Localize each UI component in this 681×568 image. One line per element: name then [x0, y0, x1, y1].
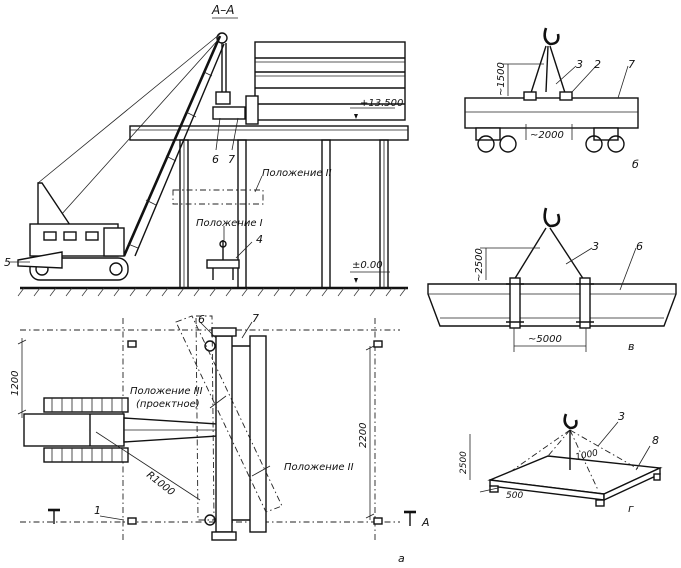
elevation-zero-label: ±0.00: [352, 260, 383, 271]
elevation-top-label: +13.500: [360, 98, 403, 109]
dim-1000: 1000: [575, 448, 600, 463]
elevation-view: [10, 17, 409, 297]
position-3-note: (проектное): [136, 399, 200, 410]
callout-8-g: 8: [652, 434, 659, 447]
callout-5: 5: [4, 256, 11, 269]
position-2-plan: Положение II: [284, 462, 354, 473]
dim-2500: ~2500: [474, 248, 485, 282]
callout-2-b: 2: [594, 58, 601, 71]
sublabel-g: г: [628, 502, 634, 515]
detail-v: [427, 207, 677, 352]
callout-6-v: 6: [636, 240, 643, 253]
position-3: Положение III: [130, 386, 203, 397]
section-mark-a: А: [421, 516, 430, 529]
callout-6-plan: 6: [198, 313, 205, 326]
sublabel-a: а: [398, 552, 405, 565]
callout-7-elev: 7: [228, 153, 235, 166]
position-2-elev: Положение II: [262, 168, 332, 179]
callout-7-plan: 7: [252, 312, 259, 325]
position-1: Положение I: [196, 218, 263, 229]
sublabel-v: в: [628, 340, 634, 353]
sublabel-b: б: [632, 158, 639, 171]
dim-2200: 2200: [358, 423, 369, 448]
dim-1200: 1200: [10, 371, 21, 396]
dim-2500-g: 2500: [459, 451, 469, 474]
dim-500: 500: [506, 491, 523, 501]
dim-2000: ~2000: [530, 130, 564, 141]
callout-6-elev: 6: [212, 153, 219, 166]
detail-g: [469, 413, 663, 507]
callout-1: 1: [94, 504, 101, 517]
detail-b: [464, 27, 639, 153]
callout-7-b: 7: [628, 58, 635, 71]
callout-3-g: 3: [618, 410, 625, 423]
callout-3-v: 3: [592, 240, 599, 253]
dim-1500: ~1500: [496, 62, 507, 96]
callout-3-b: 3: [576, 58, 583, 71]
callout-4: 4: [256, 233, 263, 246]
plan-view: [17, 315, 416, 541]
section-title: А–А: [211, 3, 234, 17]
dim-5000: ~5000: [528, 334, 562, 345]
